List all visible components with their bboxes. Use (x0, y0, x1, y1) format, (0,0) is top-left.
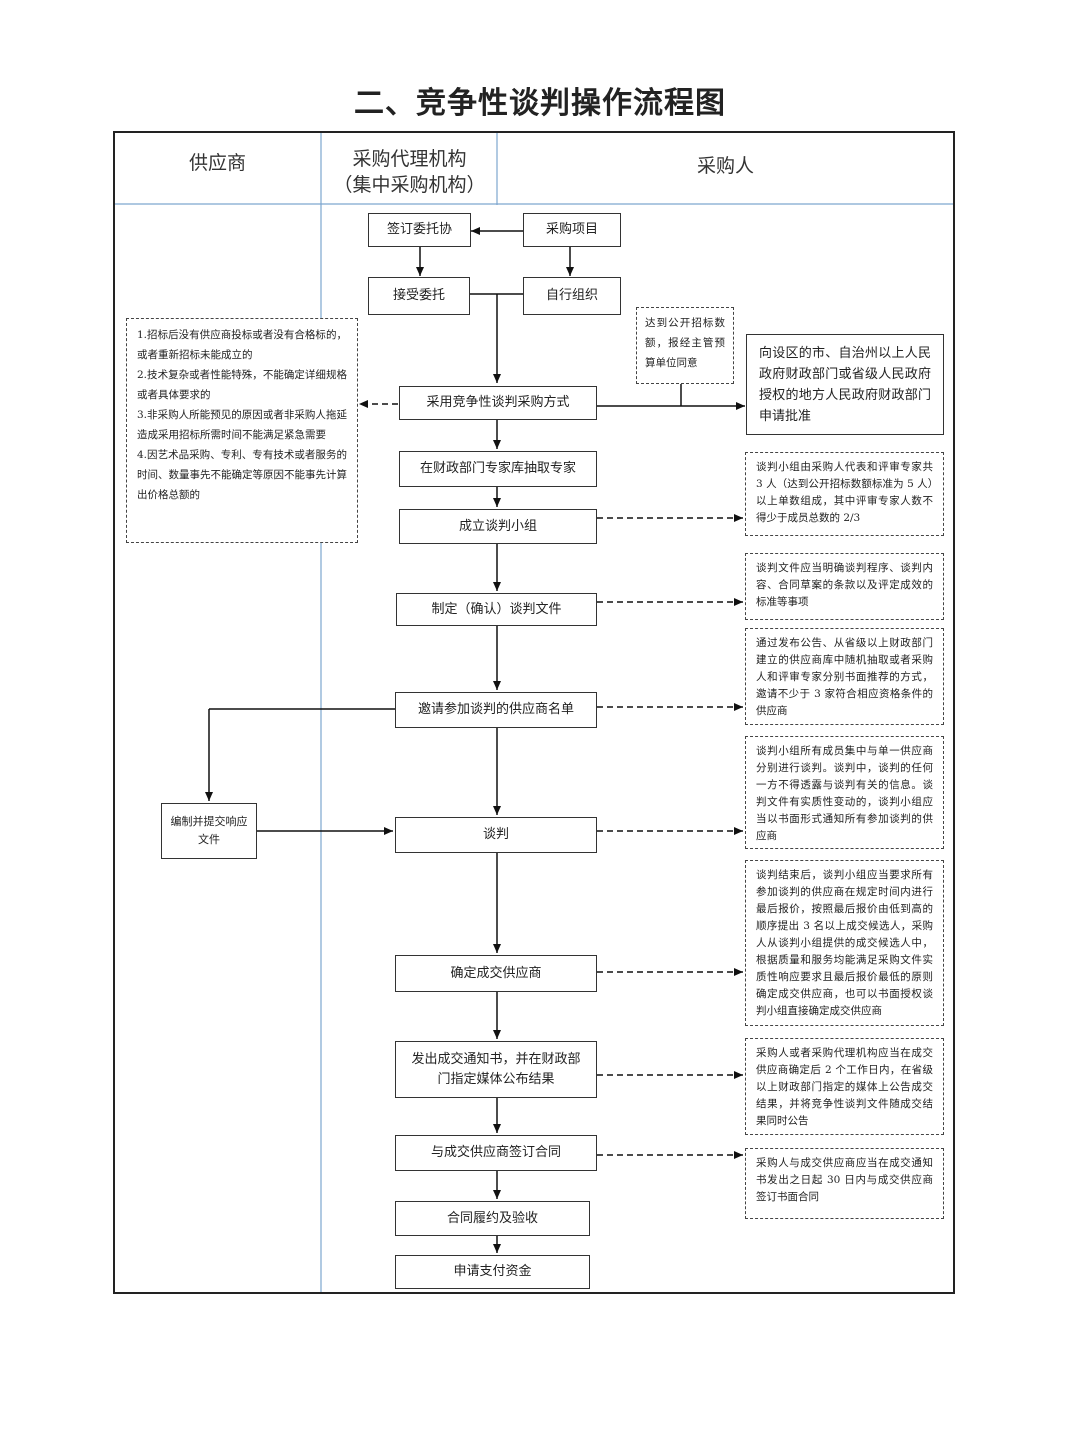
page-title: 二、竞争性谈判操作流程图 (354, 86, 726, 121)
column-header-supplier: 供应商 (188, 152, 246, 174)
column-header-agency-line2: （集中采购机构） (333, 174, 486, 196)
step-project: 采购项目 (523, 213, 621, 247)
note-announce-rule: 采购人或者采购代理机构应当在成交供应商确定后 2 个工作日内，在省级以上财政部门… (745, 1038, 944, 1135)
note-approval: 向设区的市、自治州以上人民政府财政部门或省级人民政府授权的地方人民政府财政部门申… (746, 334, 944, 435)
step-negotiate: 谈判 (395, 817, 597, 853)
step-accept-entrust: 接受委托 (368, 277, 470, 315)
condition-1: 1.招标后没有供应商投标或者没有合格标的，或者重新招标未能成立的 (137, 329, 347, 361)
step-make-docs: 制定（确认）谈判文件 (396, 593, 597, 626)
step-form-group: 成立谈判小组 (399, 509, 597, 544)
note-public-tender: 达到公开招标数额，报经主管预算单位同意 (636, 307, 734, 384)
step-perform-accept: 合同履约及验收 (395, 1201, 590, 1236)
note-group-composition: 谈判小组由采购人代表和评审专家共 3 人（达到公开招标数额标准为 5 人）以上单… (745, 452, 944, 536)
condition-2: 2.技术复杂或者性能特殊，不能确定详细规格或者具体要求的 (137, 369, 347, 401)
note-conditions: 1.招标后没有供应商投标或者没有合格标的，或者重新招标未能成立的 2.技术复杂或… (126, 318, 358, 543)
step-invite-list: 邀请参加谈判的供应商名单 (395, 692, 597, 728)
condition-3: 3.非采购人所能预见的原因或者非采购人拖延造成采用招标所需时间不能满足紧急需要 (137, 409, 347, 441)
note-doc-content: 谈判文件应当明确谈判程序、谈判内容、合同草案的条款以及评定成效的标准等事项 (745, 553, 944, 620)
note-invite-method: 通过发布公告、从省级以上财政部门建立的供应商库中随机抽取或者采购人和评审专家分别… (745, 628, 944, 725)
step-determine-supplier: 确定成交供应商 (395, 955, 597, 992)
column-header-agency: 采购代理机构 （集中采购机构） (322, 146, 497, 198)
step-extract-experts: 在财政部门专家库抽取专家 (399, 451, 597, 487)
condition-4: 4.因艺术品采购、专利、专有技术或者服务的时间、数量事先不能确定等原因不能事先计… (137, 449, 347, 501)
column-header-agency-line1: 采购代理机构 (352, 148, 467, 170)
step-compile-submit: 编制并提交响应文件 (161, 803, 257, 859)
step-issue-notice: 发出成交通知书，并在财政部门指定媒体公布结果 (395, 1041, 597, 1098)
step-sign-contract: 与成交供应商签订合同 (395, 1135, 597, 1171)
step-apply-payment: 申请支付资金 (395, 1255, 590, 1289)
note-negotiation-rule: 谈判小组所有成员集中与单一供应商分别进行谈判。谈判中，谈判的任何一方不得透露与谈… (745, 736, 944, 849)
step-self-organize: 自行组织 (523, 277, 621, 315)
note-contract-rule: 采购人与成交供应商应当在成交通知书发出之日起 30 日内与成交供应商签订书面合同 (745, 1148, 944, 1219)
flowchart-frame (113, 131, 955, 1294)
step-adopt-method: 采用竞争性谈判采购方式 (399, 386, 597, 420)
step-sign-entrust: 签订委托协 (368, 213, 471, 247)
note-determine-rule: 谈判结束后，谈判小组应当要求所有参加谈判的供应商在规定时间内进行最后报价，按照最… (745, 860, 944, 1026)
column-header-purchaser: 采购人 (696, 155, 754, 177)
